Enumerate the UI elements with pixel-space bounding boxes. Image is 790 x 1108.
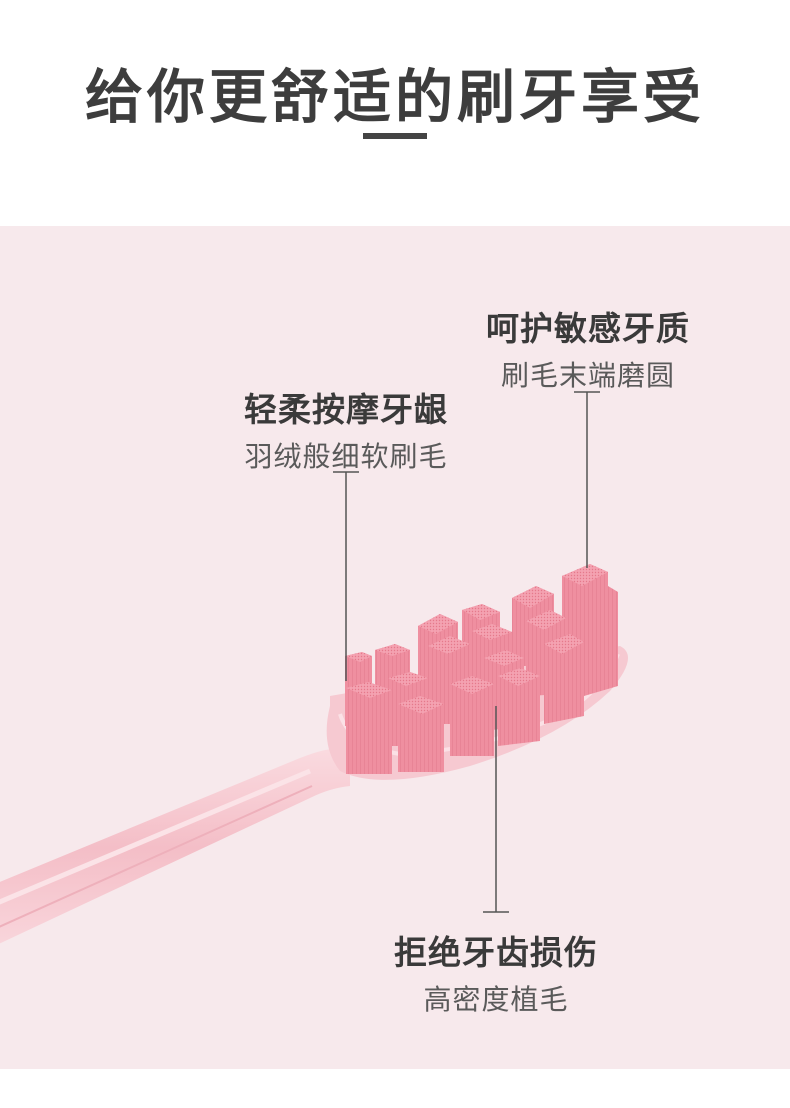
feature-gum-heading: 轻柔按摩牙龈 [244,390,448,429]
page-title: 给你更舒适的刷牙享受 [84,63,705,131]
toothbrush-handle [0,747,350,944]
feature-panel: 轻柔按摩牙龈 羽绒般细软刷毛 呵护敏感牙质 刷毛末端磨圆 拒绝牙齿损伤 高密度植… [0,226,790,1069]
feature-protect: 拒绝牙齿损伤 高密度植毛 [376,926,616,1018]
feature-gum: 轻柔按摩牙龈 羽绒般细软刷毛 [226,383,466,475]
toothbrush-illustration [0,391,628,944]
callout-sensitive-line [574,391,600,568]
callout-gum-line [333,471,359,681]
feature-protect-sub: 高密度植毛 [423,983,569,1016]
feature-sensitive-heading: 呵护敏感牙质 [486,309,690,348]
feature-sensitive-sub: 刷毛末端磨圆 [500,359,675,392]
callout-protect-line [483,706,509,913]
feature-protect-heading: 拒绝牙齿损伤 [394,933,598,972]
bristle-tufts [345,564,618,774]
feature-sensitive: 呵护敏感牙质 刷毛末端磨圆 [468,302,708,394]
feature-gum-sub: 羽绒般细软刷毛 [244,440,448,473]
title-underline [363,133,427,139]
